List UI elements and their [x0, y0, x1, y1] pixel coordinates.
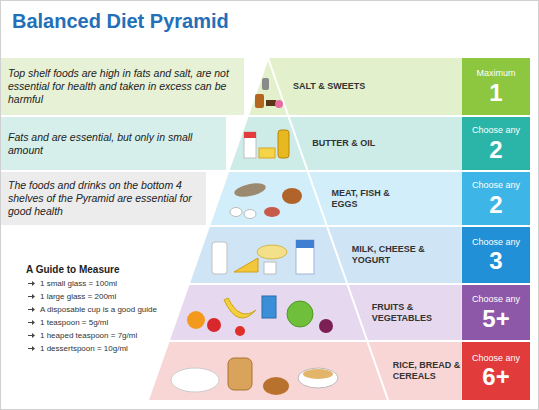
egg — [244, 210, 256, 219]
portion-number: 3 — [489, 249, 502, 273]
page-title: Balanced Diet Pyramid — [12, 9, 229, 33]
tier-band — [210, 172, 462, 225]
guide-item: 1 dessertspoon = 10g/ml — [40, 344, 128, 354]
guide-item: 1 teaspoon = 5g/ml — [40, 318, 108, 328]
tier-band — [189, 227, 462, 283]
guide-item: 1 large glass = 200ml — [40, 292, 116, 302]
pyramid-tier: MILK, CHEESE & YOGURT — [189, 227, 462, 283]
orange — [187, 311, 205, 329]
tomato — [235, 326, 245, 336]
cereal-bowl — [298, 368, 338, 388]
bread-roll — [263, 377, 289, 395]
tier-label: BUTTER & OIL — [312, 138, 412, 149]
bullet-arrow — [28, 332, 36, 339]
sweet — [275, 100, 283, 108]
roast-chicken — [282, 188, 302, 204]
guide-item: A disposable cup is a good guide — [40, 305, 157, 315]
apple — [207, 318, 221, 332]
portion-number: 2 — [489, 138, 502, 162]
portion-caption: Choose any — [472, 294, 520, 305]
dairy-bowl — [257, 245, 287, 259]
tier-band — [148, 342, 462, 400]
portion-box: Choose any 2 — [462, 117, 530, 170]
pyramid-tier: SALT & SWEETS — [248, 58, 462, 115]
tier-label: RICE, BREAD & CEREALS — [393, 360, 461, 382]
salt-shaker — [262, 78, 269, 90]
milk-carton — [244, 132, 256, 158]
portion-box: Choose any 2 — [462, 172, 530, 225]
guide-heading: A Guide to Measure — [26, 264, 216, 275]
tier-label: MEAT, FISH & EGGS — [331, 188, 393, 210]
chocolate-bar — [266, 100, 276, 106]
portion-box: Choose any6+ — [462, 342, 530, 400]
portion-caption: Maximum — [476, 68, 515, 79]
butter-block — [259, 148, 275, 158]
pyramid-tier: RICE, BREAD & CEREALS — [148, 342, 462, 400]
bullet-arrow — [28, 293, 36, 300]
bananas — [224, 298, 256, 318]
milk-carton — [296, 240, 314, 274]
note-box: Fats and are essential, but only in smal… — [0, 117, 226, 170]
carton-top — [244, 132, 256, 138]
note-text: The foods and drinks on the bottom 4 she… — [8, 179, 198, 217]
egg — [230, 208, 242, 217]
guide-item: 1 small glass = 100ml — [40, 279, 117, 289]
note-text: Fats and are essential, but only in smal… — [8, 131, 218, 157]
tier-shape — [189, 227, 462, 283]
tier-band — [169, 285, 462, 340]
pyramid-tier: BUTTER & OIL — [229, 117, 462, 170]
pyramid-tier: FRUITS & VEGETABLES — [169, 285, 462, 340]
rice-pile — [171, 368, 219, 392]
note-box: Top shelf foods are high in fats and sal… — [0, 58, 244, 115]
cheese-wedge — [234, 258, 258, 272]
bread-loaf — [228, 358, 252, 390]
carton-top — [296, 240, 314, 248]
note-box: The foods and drinks on the bottom 4 she… — [0, 172, 206, 225]
pyramid-edge — [148, 58, 268, 400]
lettuce — [287, 301, 313, 327]
tier-band — [248, 58, 462, 115]
portion-number: 5+ — [482, 307, 509, 331]
jam-jar — [255, 94, 264, 108]
bullet-arrow — [28, 319, 36, 326]
tier-band — [229, 117, 462, 170]
cereal — [303, 369, 333, 379]
portion-box: Maximum 1 — [462, 58, 530, 115]
portion-caption: Choose any — [472, 125, 520, 136]
tier-label: MILK, CHEESE & YOGURT — [352, 244, 432, 266]
bullet-arrow — [28, 345, 36, 352]
pyramid-edge — [268, 58, 388, 400]
portion-box: Choose any 5+ — [462, 285, 530, 340]
bullet-arrow — [28, 306, 36, 313]
note-text: Top shelf foods are high in fats and sal… — [8, 67, 236, 105]
portion-caption: Choose any — [472, 237, 520, 248]
portion-box: Choose any3 — [462, 227, 530, 283]
portion-caption: Choose any — [472, 353, 520, 364]
oil-bottle — [278, 130, 289, 158]
guide-item: 1 heaped teaspoon = 7g/ml — [40, 331, 137, 341]
portion-caption: Choose any — [472, 180, 520, 191]
meat-slice — [264, 207, 280, 217]
bullet-arrow — [28, 280, 36, 287]
fish — [233, 181, 267, 199]
portion-number: 6+ — [482, 365, 509, 389]
pyramid-tier: MEAT, FISH & EGGS — [210, 172, 462, 225]
tier-label: SALT & SWEETS — [293, 81, 393, 92]
milk-bottle — [212, 242, 227, 274]
tier-label: FRUITS & VEGETABLES — [372, 302, 452, 324]
yogurt-pot — [264, 262, 276, 274]
juice-box — [262, 296, 276, 318]
portion-number: 1 — [489, 81, 502, 105]
beetroot — [319, 319, 333, 333]
portion-number: 2 — [489, 193, 502, 217]
